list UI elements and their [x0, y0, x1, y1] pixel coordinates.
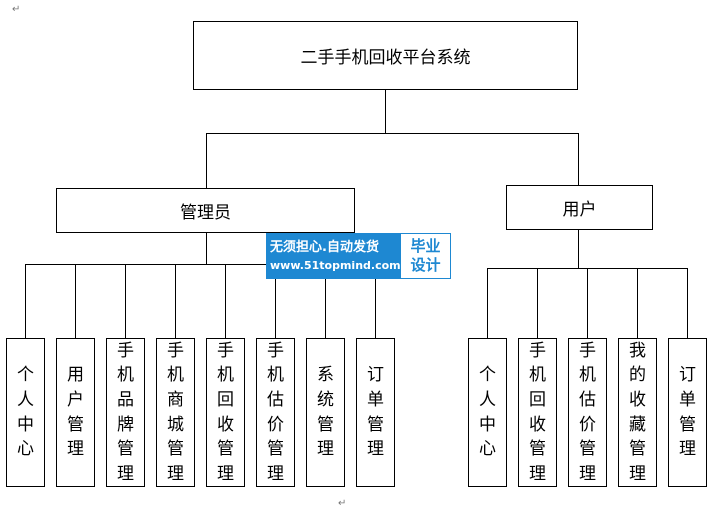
- user-child-node: 手机估价管理: [568, 338, 607, 487]
- user-child-node: 个人中心: [468, 338, 507, 487]
- group-node-admin-label: 管理员: [180, 203, 231, 223]
- connector-admin-child-7: [325, 264, 326, 338]
- user-child-label: 我的收藏管理: [629, 340, 646, 484]
- connector-admin-down: [206, 233, 207, 264]
- admin-child-node: 订单管理: [356, 338, 395, 487]
- user-child-label: 手机回收管理: [529, 340, 546, 484]
- group-node-user: 用户: [506, 185, 653, 230]
- admin-child-node: 系统管理: [306, 338, 345, 487]
- connector-admin-child-4: [175, 264, 176, 338]
- group-node-user-label: 用户: [562, 200, 597, 220]
- admin-child-label: 个人中心: [17, 365, 34, 460]
- admin-child-label: 手机回收管理: [217, 340, 234, 484]
- connector-user-child-1: [487, 268, 488, 338]
- group-node-admin: 管理员: [56, 188, 355, 233]
- connector-user-child-5: [687, 268, 688, 338]
- admin-child-node: 手机品牌管理: [106, 338, 145, 487]
- root-node-label: 二手手机回收平台系统: [300, 48, 471, 68]
- user-child-label: 订单管理: [679, 365, 696, 460]
- connector-user-child-4: [637, 268, 638, 338]
- admin-child-label: 手机商城管理: [167, 340, 184, 484]
- user-child-node: 我的收藏管理: [618, 338, 657, 487]
- watermark-badge: 毕业 设计: [400, 233, 451, 279]
- admin-child-label: 手机品牌管理: [117, 340, 134, 484]
- paragraph-mark-bottom: ↵: [338, 498, 347, 509]
- admin-child-node: 手机估价管理: [256, 338, 295, 487]
- watermark-url: www.51topmind.com: [270, 259, 401, 272]
- connector-admin-child-3: [125, 264, 126, 338]
- root-node: 二手手机回收平台系统: [193, 21, 578, 90]
- user-child-node: 手机回收管理: [518, 338, 557, 487]
- admin-child-label: 系统管理: [317, 365, 334, 460]
- connector-admin-child-5: [225, 264, 226, 338]
- watermark-badge-line1: 毕业: [410, 237, 441, 255]
- admin-child-node: 用户管理: [56, 338, 95, 487]
- connector-user-child-2: [537, 268, 538, 338]
- admin-child-label: 订单管理: [367, 365, 384, 460]
- paragraph-mark-top: ↵: [12, 4, 21, 15]
- user-child-label: 手机估价管理: [579, 340, 596, 484]
- watermark-text-panel: 无须担心.自动发货 www.51topmind.com: [266, 233, 401, 279]
- connector-admin-child-1: [25, 264, 26, 338]
- watermark-badge-line2: 设计: [410, 256, 441, 274]
- watermark-banner: 无须担心.自动发货 www.51topmind.com 毕业 设计: [266, 233, 451, 279]
- admin-child-label: 手机估价管理: [267, 340, 284, 484]
- connector-user-down: [578, 230, 579, 268]
- connector-to-admin: [206, 133, 207, 188]
- admin-child-node: 手机商城管理: [156, 338, 195, 487]
- connector-admin-child-8: [375, 264, 376, 338]
- connector-admin-child-6: [275, 264, 276, 338]
- admin-child-node: 手机回收管理: [206, 338, 245, 487]
- connector-root-down: [385, 90, 386, 133]
- watermark-slogan: 无须担心.自动发货: [270, 240, 379, 255]
- connector-to-user: [578, 133, 579, 185]
- user-child-label: 个人中心: [479, 365, 496, 460]
- connector-admin-child-2: [75, 264, 76, 338]
- connector-user-child-3: [587, 268, 588, 338]
- connector-admin-bus: [25, 264, 375, 265]
- admin-child-label: 用户管理: [67, 365, 84, 460]
- connector-root-bus: [206, 133, 579, 134]
- admin-child-node: 个人中心: [6, 338, 45, 487]
- user-child-node: 订单管理: [668, 338, 707, 487]
